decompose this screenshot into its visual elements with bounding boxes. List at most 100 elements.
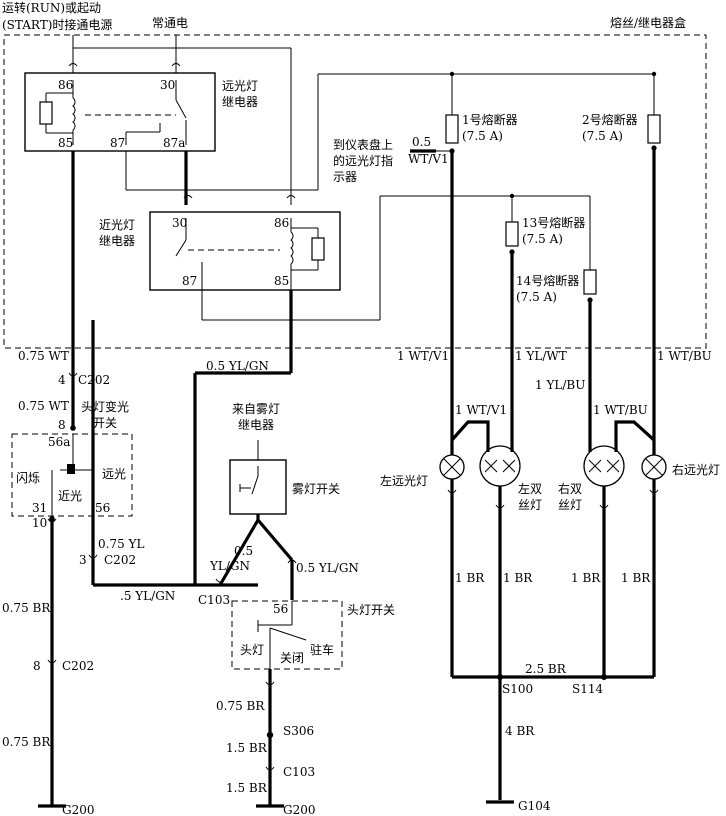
fuse-14-rating: (7.5 A) xyxy=(516,290,557,304)
fog-switch-output-wires xyxy=(218,514,294,600)
indicator-label-2: 的远光灯指 xyxy=(333,153,393,168)
dimmer-switch-contacts xyxy=(51,434,94,516)
headlamp-pin-56: 56 xyxy=(273,602,288,616)
high-beam-relay-title-2: 继电器 xyxy=(222,95,258,109)
wire-075yl: 0.75 YL xyxy=(98,537,144,551)
fuse-13-name: 13号熔断器 xyxy=(522,215,585,230)
source-constant-power: 常通电 xyxy=(152,16,188,30)
wire-25br: 2.5 BR xyxy=(525,662,567,676)
fuse-2-name: 2号熔断器 xyxy=(582,112,638,127)
wire-c202-pin3: 3 xyxy=(79,553,87,567)
wire-05ylgn-right: 0.5 YL/GN xyxy=(296,561,359,575)
headlamp-switch-box xyxy=(231,600,343,670)
ground-g200-a: G200 xyxy=(62,803,95,816)
dimmer-pin-31: 31 xyxy=(32,501,47,515)
wire-1br-4: 1 BR xyxy=(621,571,651,585)
wire-1wtbu-box: 1 WT/BU xyxy=(657,349,712,363)
dimmer-pin-56: 56 xyxy=(95,501,110,515)
fog-switch-contact xyxy=(239,466,259,495)
wire-pin8-top: 8 xyxy=(58,418,66,432)
wire-pin8-bottom: 8 xyxy=(33,659,41,673)
fuse-13 xyxy=(505,221,519,255)
low-beam-pin-30: 30 xyxy=(172,216,187,230)
fuse-2 xyxy=(647,114,661,151)
wire-c202-pin4: 4 xyxy=(58,373,66,387)
left-dual-label-1: 左双 xyxy=(518,481,542,496)
low-beam-relay-title-2: 继电器 xyxy=(99,234,135,248)
source-run-start-line1: 运转(RUN)或起动 xyxy=(2,0,101,15)
headlamp-park: 驻车 xyxy=(310,642,334,657)
wire-075br-c: 0.75 BR xyxy=(216,699,265,713)
indicator-label-3: 示器 xyxy=(333,170,357,184)
wire-05-a: 0.5 xyxy=(234,544,253,558)
high-beam-relay-title-1: 远光灯 xyxy=(222,79,258,93)
indicator-wire-size: 0.5 xyxy=(412,135,431,149)
lamp-ground-caps xyxy=(447,489,659,680)
ground-g104: G104 xyxy=(518,799,551,813)
fog-relay-label-2: 继电器 xyxy=(238,418,274,432)
wire-c202-c: C202 xyxy=(62,659,94,673)
low-beam-pin-86: 86 xyxy=(274,216,289,230)
fuse-1 xyxy=(445,114,459,154)
dimmer-pin-10: 10 xyxy=(32,516,47,530)
wire-075br-a: 0.75 BR xyxy=(2,601,51,615)
connector-caps xyxy=(68,63,296,199)
fuse-14 xyxy=(583,269,597,303)
left-high-beam-label: 左远光灯 xyxy=(380,473,428,488)
wire-1ylbu: 1 YL/BU xyxy=(535,378,585,392)
power-feed-wires xyxy=(72,35,292,205)
dimmer-high: 远光 xyxy=(102,467,126,481)
fuse-relay-box-outline xyxy=(3,34,707,349)
lower-connector-caps xyxy=(47,372,297,771)
headlamp-off: 关闭 xyxy=(280,651,304,665)
low-beam-relay-coil xyxy=(290,218,325,290)
wire-1br-1: 1 BR xyxy=(455,571,485,585)
wire-1wtbu-right: 1 WT/BU xyxy=(593,403,648,417)
high-beam-relay-contact xyxy=(125,80,187,145)
wire-4br: 4 BR xyxy=(505,724,535,738)
left-high-beam-lamp xyxy=(439,454,465,480)
right-dual-label-2: 丝灯 xyxy=(558,498,582,512)
high-beam-pin-85: 85 xyxy=(58,136,73,150)
wire-1br-3: 1 BR xyxy=(571,571,601,585)
splice-s306: S306 xyxy=(283,724,314,738)
low-beam-relay-title-1: 近光灯 xyxy=(99,218,135,232)
wire-075wt-a: 0.75 WT xyxy=(18,349,69,363)
ground-g200-b: G200 xyxy=(283,803,316,816)
source-run-start-line2: (START)时接通电源 xyxy=(2,17,112,32)
dimmer-switch-title-1: 头灯变光 xyxy=(81,399,129,414)
high-beam-relay-coil xyxy=(39,80,176,145)
indicator-wire-color: WT/V1 xyxy=(408,152,449,166)
fuse-1-name: 1号熔断器 xyxy=(462,112,518,127)
wire-c202-a: C202 xyxy=(78,373,110,387)
wire-1wtv1-box: 1 WT/V1 xyxy=(397,349,449,363)
dimmer-switch-title-2: 开关 xyxy=(93,416,117,430)
splice-s100: S100 xyxy=(502,682,533,696)
fog-relay-label-1: 来自雾灯 xyxy=(232,402,280,416)
connector-c103-b: C103 xyxy=(283,765,315,779)
high-beam-pin-87a: 87a xyxy=(163,136,185,150)
right-high-beam-label: 右远光灯 xyxy=(672,462,720,477)
thick-wires xyxy=(71,148,656,587)
high-beam-pin-86: 86 xyxy=(58,78,73,92)
headlamp-switch-title: 头灯开关 xyxy=(347,603,395,617)
wire-05ylgn-bottom: .5 YL/GN xyxy=(120,589,175,603)
wire-1wtv1-left: 1 WT/V1 xyxy=(455,403,507,417)
right-dual-filament-lamp xyxy=(583,445,625,487)
wire-c202-b: C202 xyxy=(104,553,136,567)
wire-ylgn-a: YL/GN xyxy=(209,559,250,573)
dimmer-low: 近光 xyxy=(58,489,82,503)
dimmer-pin-56a: 56a xyxy=(48,435,70,449)
high-beam-pin-30: 30 xyxy=(160,78,175,92)
wire-15br-b: 1.5 BR xyxy=(226,781,268,795)
fuse-box-label: 熔丝/继电器盒 xyxy=(610,15,686,30)
crossover-wires xyxy=(450,420,656,442)
low-beam-pin-85: 85 xyxy=(274,274,289,288)
fuse-13-rating: (7.5 A) xyxy=(522,232,563,246)
lamp-feed-wires xyxy=(450,440,656,455)
right-dual-label-1: 右双 xyxy=(558,481,582,496)
wire-075wt-b: 0.75 WT xyxy=(18,399,69,413)
wire-1ylwt: 1 YL/WT xyxy=(515,349,567,363)
splice-s114: S114 xyxy=(572,682,603,696)
